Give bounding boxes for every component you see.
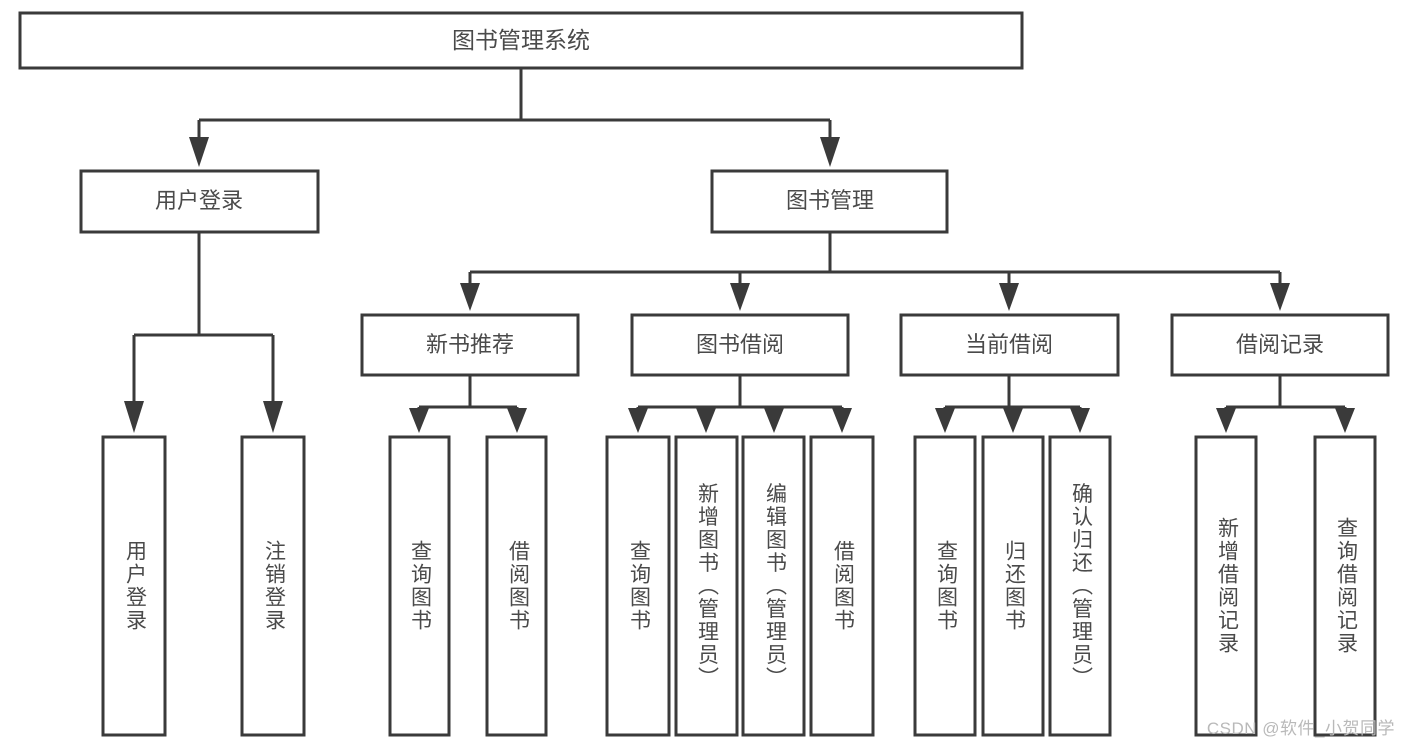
node-current-borrow[interactable]: 当前借阅 <box>899 313 1120 377</box>
node-leaf-return-book-box[interactable] <box>981 435 1045 737</box>
node-user-login-box[interactable] <box>79 169 320 234</box>
node-leaf-add-borrow-record[interactable]: 新增借阅记录 <box>1194 435 1258 737</box>
node-new-book-recommend-box[interactable] <box>360 313 580 377</box>
node-leaf-user-logout-label: 注销登录 <box>262 540 286 632</box>
node-leaf-borrow-book-2[interactable]: 借阅图书 <box>809 435 875 737</box>
node-book-manage-label: 图书管理 <box>786 188 874 213</box>
arrow-to-book-borrow <box>730 283 750 311</box>
node-leaf-query-book-3-box[interactable] <box>913 435 977 737</box>
watermark-text: CSDN @软件_小贺同学 <box>1206 719 1395 738</box>
arrow-to-leaf-query-book-1 <box>409 408 429 433</box>
node-leaf-query-book-2-label: 查询图书 <box>627 540 651 632</box>
connector-group-current-borrow-children <box>935 375 1090 433</box>
node-leaf-edit-book-admin-box[interactable] <box>741 435 806 737</box>
node-leaf-add-book-admin-box[interactable] <box>674 435 739 737</box>
node-leaf-edit-book-admin[interactable]: 编辑图书（管理员） <box>741 435 806 737</box>
node-leaf-confirm-return-admin[interactable]: 确认归还（管理员） <box>1048 435 1112 737</box>
node-leaf-query-book-1[interactable]: 查询图书 <box>388 435 451 737</box>
arrow-to-new-book-recommend <box>460 283 480 311</box>
node-borrow-record-label: 借阅记录 <box>1236 332 1324 357</box>
arrow-to-leaf-user-logout <box>263 401 283 433</box>
node-new-book-recommend-label: 新书推荐 <box>426 332 514 357</box>
arrow-to-leaf-borrow-book-2 <box>832 408 852 433</box>
arrow-to-leaf-borrow-book-1 <box>507 408 527 433</box>
node-leaf-borrow-book-1-box[interactable] <box>485 435 548 737</box>
arrow-to-leaf-confirm-return-admin <box>1070 408 1090 433</box>
node-current-borrow-label: 当前借阅 <box>965 332 1053 357</box>
node-leaf-query-book-1-box[interactable] <box>388 435 451 737</box>
connector-group-user-login-children <box>124 232 283 433</box>
node-borrow-record-box[interactable] <box>1170 313 1390 377</box>
node-leaf-borrow-book-2-box[interactable] <box>809 435 875 737</box>
node-root-system-box[interactable] <box>18 11 1024 70</box>
arrow-to-borrow-record <box>1270 283 1290 311</box>
node-book-manage[interactable]: 图书管理 <box>710 169 949 234</box>
node-current-borrow-box[interactable] <box>899 313 1120 377</box>
node-leaf-add-borrow-record-box[interactable] <box>1194 435 1258 737</box>
arrow-to-leaf-return-book <box>1003 408 1023 433</box>
node-leaf-add-borrow-record-label: 新增借阅记录 <box>1215 517 1239 655</box>
node-leaf-user-login-box[interactable] <box>101 435 167 737</box>
node-leaf-query-borrow-record-label: 查询借阅记录 <box>1334 517 1358 655</box>
arrow-to-leaf-query-book-3 <box>935 408 955 433</box>
node-leaf-add-book-admin-label: 新增图书（管理员） <box>695 483 719 690</box>
connector-group-book-borrow-children <box>628 375 852 433</box>
node-leaf-query-borrow-record[interactable]: 查询借阅记录 <box>1313 435 1377 737</box>
connector-group-book-manage-children <box>460 232 1290 311</box>
node-leaf-query-book-3[interactable]: 查询图书 <box>913 435 977 737</box>
node-leaf-return-book[interactable]: 归还图书 <box>981 435 1045 737</box>
arrow-to-leaf-user-login <box>124 401 144 433</box>
node-leaf-confirm-return-admin-box[interactable] <box>1048 435 1112 737</box>
arrow-to-user-login <box>189 137 209 167</box>
node-leaf-borrow-book-1[interactable]: 借阅图书 <box>485 435 548 737</box>
arrow-to-leaf-edit-book-admin <box>764 408 784 433</box>
arrow-to-leaf-add-book-admin <box>696 408 716 433</box>
arrow-to-leaf-query-book-2 <box>628 408 648 433</box>
node-book-borrow-label: 图书借阅 <box>696 332 784 357</box>
node-user-login[interactable]: 用户登录 <box>79 169 320 234</box>
arrow-to-book-manage <box>820 137 840 167</box>
node-borrow-record[interactable]: 借阅记录 <box>1170 313 1390 377</box>
node-leaf-borrow-book-1-label: 借阅图书 <box>506 540 530 632</box>
node-book-manage-box[interactable] <box>710 169 949 234</box>
node-leaf-return-book-label: 归还图书 <box>1002 540 1026 632</box>
node-leaf-query-borrow-record-box[interactable] <box>1313 435 1377 737</box>
node-leaf-user-logout-box[interactable] <box>240 435 306 737</box>
arrow-to-leaf-query-borrow-record <box>1335 408 1355 433</box>
connector-group-borrow-record-children <box>1216 375 1355 433</box>
node-leaf-query-book-1-label: 查询图书 <box>408 540 432 632</box>
node-leaf-add-book-admin[interactable]: 新增图书（管理员） <box>674 435 739 737</box>
node-leaf-query-book-2[interactable]: 查询图书 <box>605 435 671 737</box>
node-new-book-recommend[interactable]: 新书推荐 <box>360 313 580 377</box>
node-root-system[interactable]: 图书管理系统 <box>18 11 1024 70</box>
node-leaf-query-book-3-label: 查询图书 <box>934 540 958 632</box>
node-leaf-borrow-book-2-label: 借阅图书 <box>831 540 855 632</box>
node-book-borrow-box[interactable] <box>630 313 850 377</box>
node-leaf-user-login-label: 用户登录 <box>123 540 147 632</box>
node-leaf-edit-book-admin-label: 编辑图书（管理员） <box>763 483 787 690</box>
node-root-system-label: 图书管理系统 <box>452 27 590 53</box>
node-leaf-user-logout[interactable]: 注销登录 <box>240 435 306 737</box>
connector-group-root-to-level1 <box>189 68 840 167</box>
node-book-borrow[interactable]: 图书借阅 <box>630 313 850 377</box>
arrow-to-leaf-add-borrow-record <box>1216 408 1236 433</box>
node-leaf-user-login[interactable]: 用户登录 <box>101 435 167 737</box>
node-leaf-query-book-2-box[interactable] <box>605 435 671 737</box>
arrow-to-current-borrow <box>999 283 1019 311</box>
connector-group-new-book-recommend-children <box>409 375 527 433</box>
node-leaf-confirm-return-admin-label: 确认归还（管理员） <box>1069 483 1093 690</box>
node-user-login-label: 用户登录 <box>155 188 243 213</box>
